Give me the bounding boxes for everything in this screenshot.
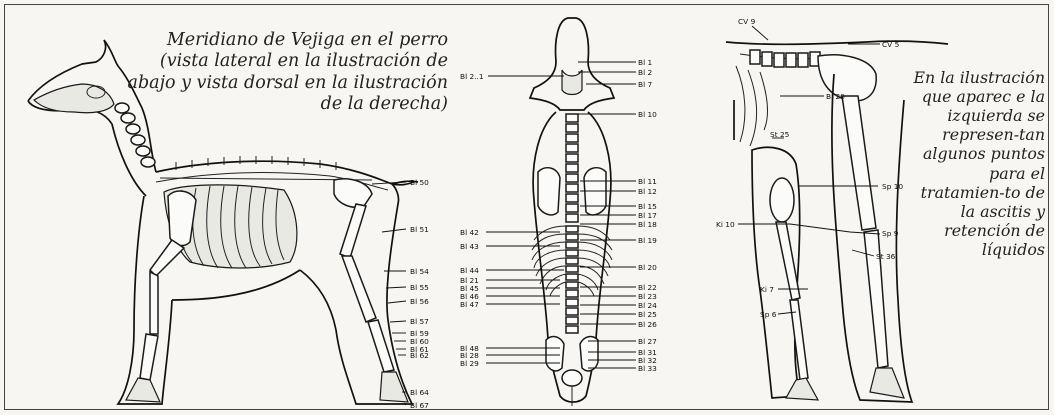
dorsal-point-label: Bl 19 [638,236,657,245]
lateral-point-label: Bl 67 [410,401,429,410]
dorsal-point-label: Bl 42 [460,228,479,237]
dorsal-point-label: Bl 29 [460,359,479,368]
dorsal-point-label: Bl 12 [638,187,657,196]
lateral-point-label: Bl 55 [410,283,429,292]
dorsal-point-label: Bl 17 [638,211,657,220]
leg-point-label: St 25 [770,130,790,139]
lateral-point-label: Bl 62 [410,351,429,360]
lateral-point-label: Bl 57 [410,317,429,326]
dog-dorsal-view [486,18,636,406]
lateral-point-label: Bl 51 [410,225,429,234]
lateral-point-label: Bl 56 [410,297,429,306]
dorsal-point-label: Bl 1 [638,58,652,67]
dorsal-point-label: Bl 2 [638,68,652,77]
dorsal-point-label: Bl 23 [638,292,657,301]
dorsal-point-label: Bl 43 [460,242,479,251]
lateral-point-label: Bl 50 [410,178,429,187]
dorsal-point-label: Bl 47 [460,300,479,309]
dorsal-point-label: Bl 22 [638,283,657,292]
dorsal-point-label: Bl 27 [638,337,657,346]
dorsal-point-label: Bl 24 [638,301,657,310]
dorsal-point-label: Bl 2..1 [460,72,484,81]
leg-point-label: Sp 10 [882,182,903,191]
dorsal-point-label: Bl 18 [638,220,657,229]
leg-point-label: CV 9 [738,17,756,26]
leg-point-label: St 36 [876,252,896,261]
main-caption: Meridiano de Vejiga en el perro (vista l… [118,30,448,115]
leg-point-label: Sp 9 [882,229,899,238]
dorsal-point-label: Bl 11 [638,177,657,186]
dorsal-point-label: Bl 15 [638,202,657,211]
leg-point-label: CV 5 [882,40,900,49]
dorsal-point-label: Bl 7 [638,80,652,89]
leg-point-label: Ki 7 [760,285,774,294]
dorsal-point-label: Bl 33 [638,364,657,373]
leg-point-label: Ki 10 [716,220,735,229]
leg-point-label: Bl 20 [826,92,845,101]
dorsal-point-label: Bl 10 [638,110,657,119]
dorsal-point-label: Bl 20 [638,263,657,272]
lateral-point-label: Bl 54 [410,267,429,276]
lateral-point-label: Bl 64 [410,388,429,397]
dorsal-point-label: Bl 44 [460,266,479,275]
side-caption: En la ilustración que aparec e la izquie… [908,68,1045,259]
dorsal-point-label: Bl 26 [638,320,657,329]
leg-point-label: Sp 6 [760,310,777,319]
dorsal-point-label: Bl 25 [638,310,657,319]
